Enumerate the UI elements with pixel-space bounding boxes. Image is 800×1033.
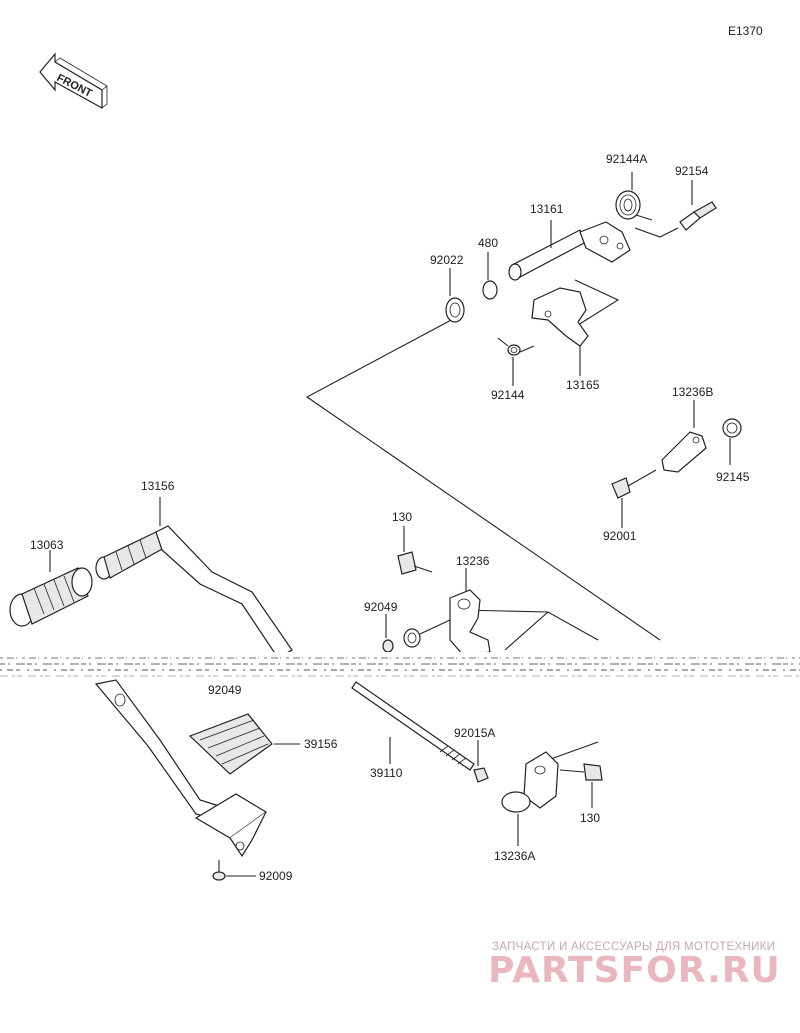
bolt-92001	[611, 469, 657, 528]
pedal-bracket	[194, 793, 268, 858]
shaft-13161	[508, 220, 631, 281]
washer-92022	[445, 268, 465, 323]
scan-noise-band	[0, 652, 800, 680]
label-130-top: 130	[392, 510, 412, 524]
joint-13236A	[501, 751, 559, 846]
rubber-13063	[9, 550, 93, 627]
plate-13165	[531, 287, 589, 376]
leader-lines	[305, 227, 679, 761]
label-130-bottom: 130	[580, 811, 600, 825]
label-92009: 92009	[259, 869, 293, 883]
spring-92144A	[615, 172, 653, 221]
label-92154: 92154	[675, 164, 709, 178]
circlip-480	[482, 252, 498, 300]
arm-13236B	[661, 400, 707, 473]
label-39156: 39156	[304, 737, 338, 751]
label-13236: 13236	[456, 554, 490, 568]
lever-13236	[449, 568, 491, 657]
label-92145: 92145	[716, 470, 750, 484]
nut-92015A	[473, 740, 489, 783]
label-480: 480	[478, 236, 498, 250]
label-92022: 92022	[430, 253, 464, 267]
watermark: ЗАПЧАСТИ И АКСЕССУАРЫ ДЛЯ МОТОТЕХНИКИ PA…	[488, 941, 781, 991]
pad-39156	[188, 713, 300, 775]
bolt-130-bottom	[559, 763, 603, 808]
bolt-92009	[212, 860, 256, 881]
watermark-brand: PARTSFOR.RU	[488, 950, 781, 991]
label-13236A: 13236A	[494, 849, 535, 863]
diagram-id: E1370	[728, 24, 763, 38]
label-13063: 13063	[30, 538, 64, 552]
watermark-tagline: ЗАПЧАСТИ И АКСЕССУАРЫ ДЛЯ МОТОТЕХНИКИ	[492, 941, 775, 953]
clip-92145	[722, 418, 742, 465]
nut-92049-upper	[382, 614, 394, 653]
label-13161: 13161	[530, 202, 564, 216]
label-13236B: 13236B	[672, 385, 713, 399]
rod-39110	[351, 681, 475, 771]
label-13156: 13156	[141, 479, 175, 493]
label-92001: 92001	[603, 529, 637, 543]
label-92144A: 92144A	[606, 152, 647, 166]
bolt-130-top	[397, 526, 433, 575]
label-92049-upper: 92049	[364, 600, 398, 614]
label-92144: 92144	[491, 388, 525, 402]
label-13165: 13165	[566, 378, 600, 392]
pedal-13156	[95, 497, 293, 659]
bolt-92154	[679, 180, 717, 231]
spring-92144	[497, 337, 535, 386]
collar-near-13236	[403, 619, 451, 648]
front-arrow-icon: FRONT	[39, 52, 108, 110]
label-92049-lower: 92049	[208, 683, 242, 697]
label-92015A: 92015A	[454, 726, 495, 740]
label-39110: 39110	[370, 766, 403, 780]
